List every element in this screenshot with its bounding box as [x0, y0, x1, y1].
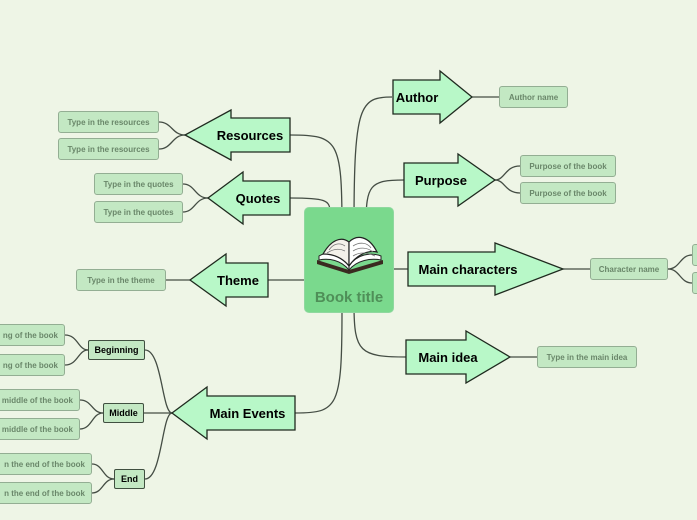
open-book-icon — [317, 236, 383, 274]
resources-node-1[interactable]: Type in the resources — [58, 111, 159, 133]
main-idea-node[interactable]: Type in the main idea — [537, 346, 637, 368]
purpose-node-2[interactable]: Purpose of the book — [520, 182, 616, 204]
main-characters-arrow[interactable] — [407, 242, 565, 296]
beginning-leaf-2[interactable]: ng of the book — [0, 354, 65, 376]
middle-node[interactable]: Middle — [103, 403, 144, 423]
quotes-label: Quotes — [235, 190, 281, 206]
main-events-arrow[interactable] — [170, 385, 296, 441]
end-node[interactable]: End — [114, 469, 145, 489]
middle-leaf-2[interactable]: middle of the book — [0, 418, 80, 440]
purpose-node-1[interactable]: Purpose of the book — [520, 155, 616, 177]
character-sub-node-1[interactable] — [692, 244, 697, 266]
main-idea-label: Main idea — [418, 349, 478, 365]
beginning-leaf-1[interactable]: ng of the book — [0, 324, 65, 346]
branch-arrows — [170, 69, 565, 441]
main-characters-label: Main characters — [418, 261, 518, 277]
resources-arrow[interactable] — [183, 108, 291, 162]
quotes-arrow[interactable] — [206, 170, 291, 226]
purpose-arrow[interactable] — [403, 152, 497, 208]
character-sub-node-2[interactable] — [692, 272, 697, 294]
author-label: Author — [395, 89, 439, 105]
character-name-node[interactable]: Character name — [590, 258, 668, 280]
quotes-node-1[interactable]: Type in the quotes — [94, 173, 183, 195]
resources-node-2[interactable]: Type in the resources — [58, 138, 159, 160]
theme-arrow[interactable] — [188, 252, 269, 308]
end-leaf-2[interactable]: n the end of the book — [0, 482, 92, 504]
author-arrow[interactable] — [392, 69, 474, 125]
author-name-node[interactable]: Author name — [499, 86, 568, 108]
theme-node[interactable]: Type in the theme — [76, 269, 166, 291]
main-events-label: Main Events — [209, 405, 286, 421]
middle-leaf-1[interactable]: middle of the book — [0, 389, 80, 411]
purpose-label: Purpose — [414, 172, 467, 188]
main-idea-arrow[interactable] — [405, 329, 512, 385]
connector-lines — [64, 96, 693, 494]
beginning-node[interactable]: Beginning — [88, 340, 145, 360]
end-leaf-1[interactable]: n the end of the book — [0, 453, 92, 475]
theme-label: Theme — [217, 272, 259, 288]
central-topic-title: Book title — [314, 289, 384, 306]
resources-label: Resources — [216, 127, 284, 143]
central-topic-node[interactable]: Book title — [304, 207, 394, 313]
quotes-node-2[interactable]: Type in the quotes — [94, 201, 183, 223]
